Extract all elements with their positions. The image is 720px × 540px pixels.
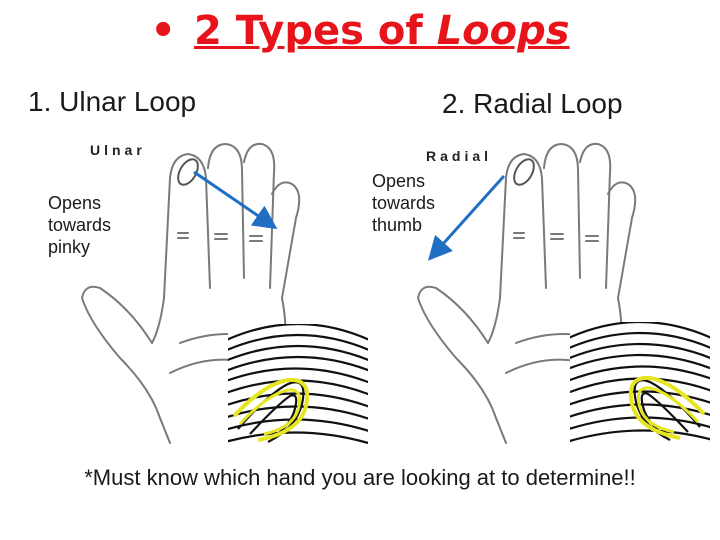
- radial-heading: 2. Radial Loop: [442, 88, 623, 119]
- ulnar-note-line-2: towards: [48, 215, 112, 235]
- ulnar-note-line-1: Opens: [48, 193, 102, 213]
- radial-fingerprint-image: [570, 322, 710, 446]
- radial-hand-drawing: [416, 142, 637, 444]
- footer-note: *Must know which hand you are looking at…: [84, 465, 636, 490]
- ulnar-fingerprint-image: [228, 324, 368, 446]
- radial-note-line-1: Opens: [372, 171, 426, 191]
- ulnar-hand-label: Ulnar: [90, 142, 146, 158]
- radial-hand-label: Radial: [426, 148, 493, 164]
- ulnar-direction-arrow: [193, 170, 278, 230]
- radial-hand-illustration: Radial: [400, 138, 700, 453]
- slide-title: • 2 Types of Loops: [0, 8, 720, 54]
- ulnar-fingerprint-ridges: [228, 324, 368, 445]
- title-emphasis: Loops: [436, 8, 570, 54]
- radial-note-line-3: thumb: [372, 215, 423, 235]
- ulnar-heading: 1. Ulnar Loop: [28, 86, 197, 117]
- radial-fingerprint-ridges: [570, 322, 710, 443]
- ulnar-note-line-3: pinky: [48, 237, 91, 257]
- title-prefix: 2 Types of: [194, 8, 437, 54]
- radial-note-line-2: towards: [372, 193, 436, 213]
- radial-note: Opens towards thumb: [372, 170, 435, 236]
- title-text: 2 Types of Loops: [194, 8, 570, 54]
- title-bullet: •: [150, 8, 176, 54]
- ulnar-note: Opens towards pinky: [48, 192, 111, 258]
- radial-direction-arrow: [427, 174, 506, 261]
